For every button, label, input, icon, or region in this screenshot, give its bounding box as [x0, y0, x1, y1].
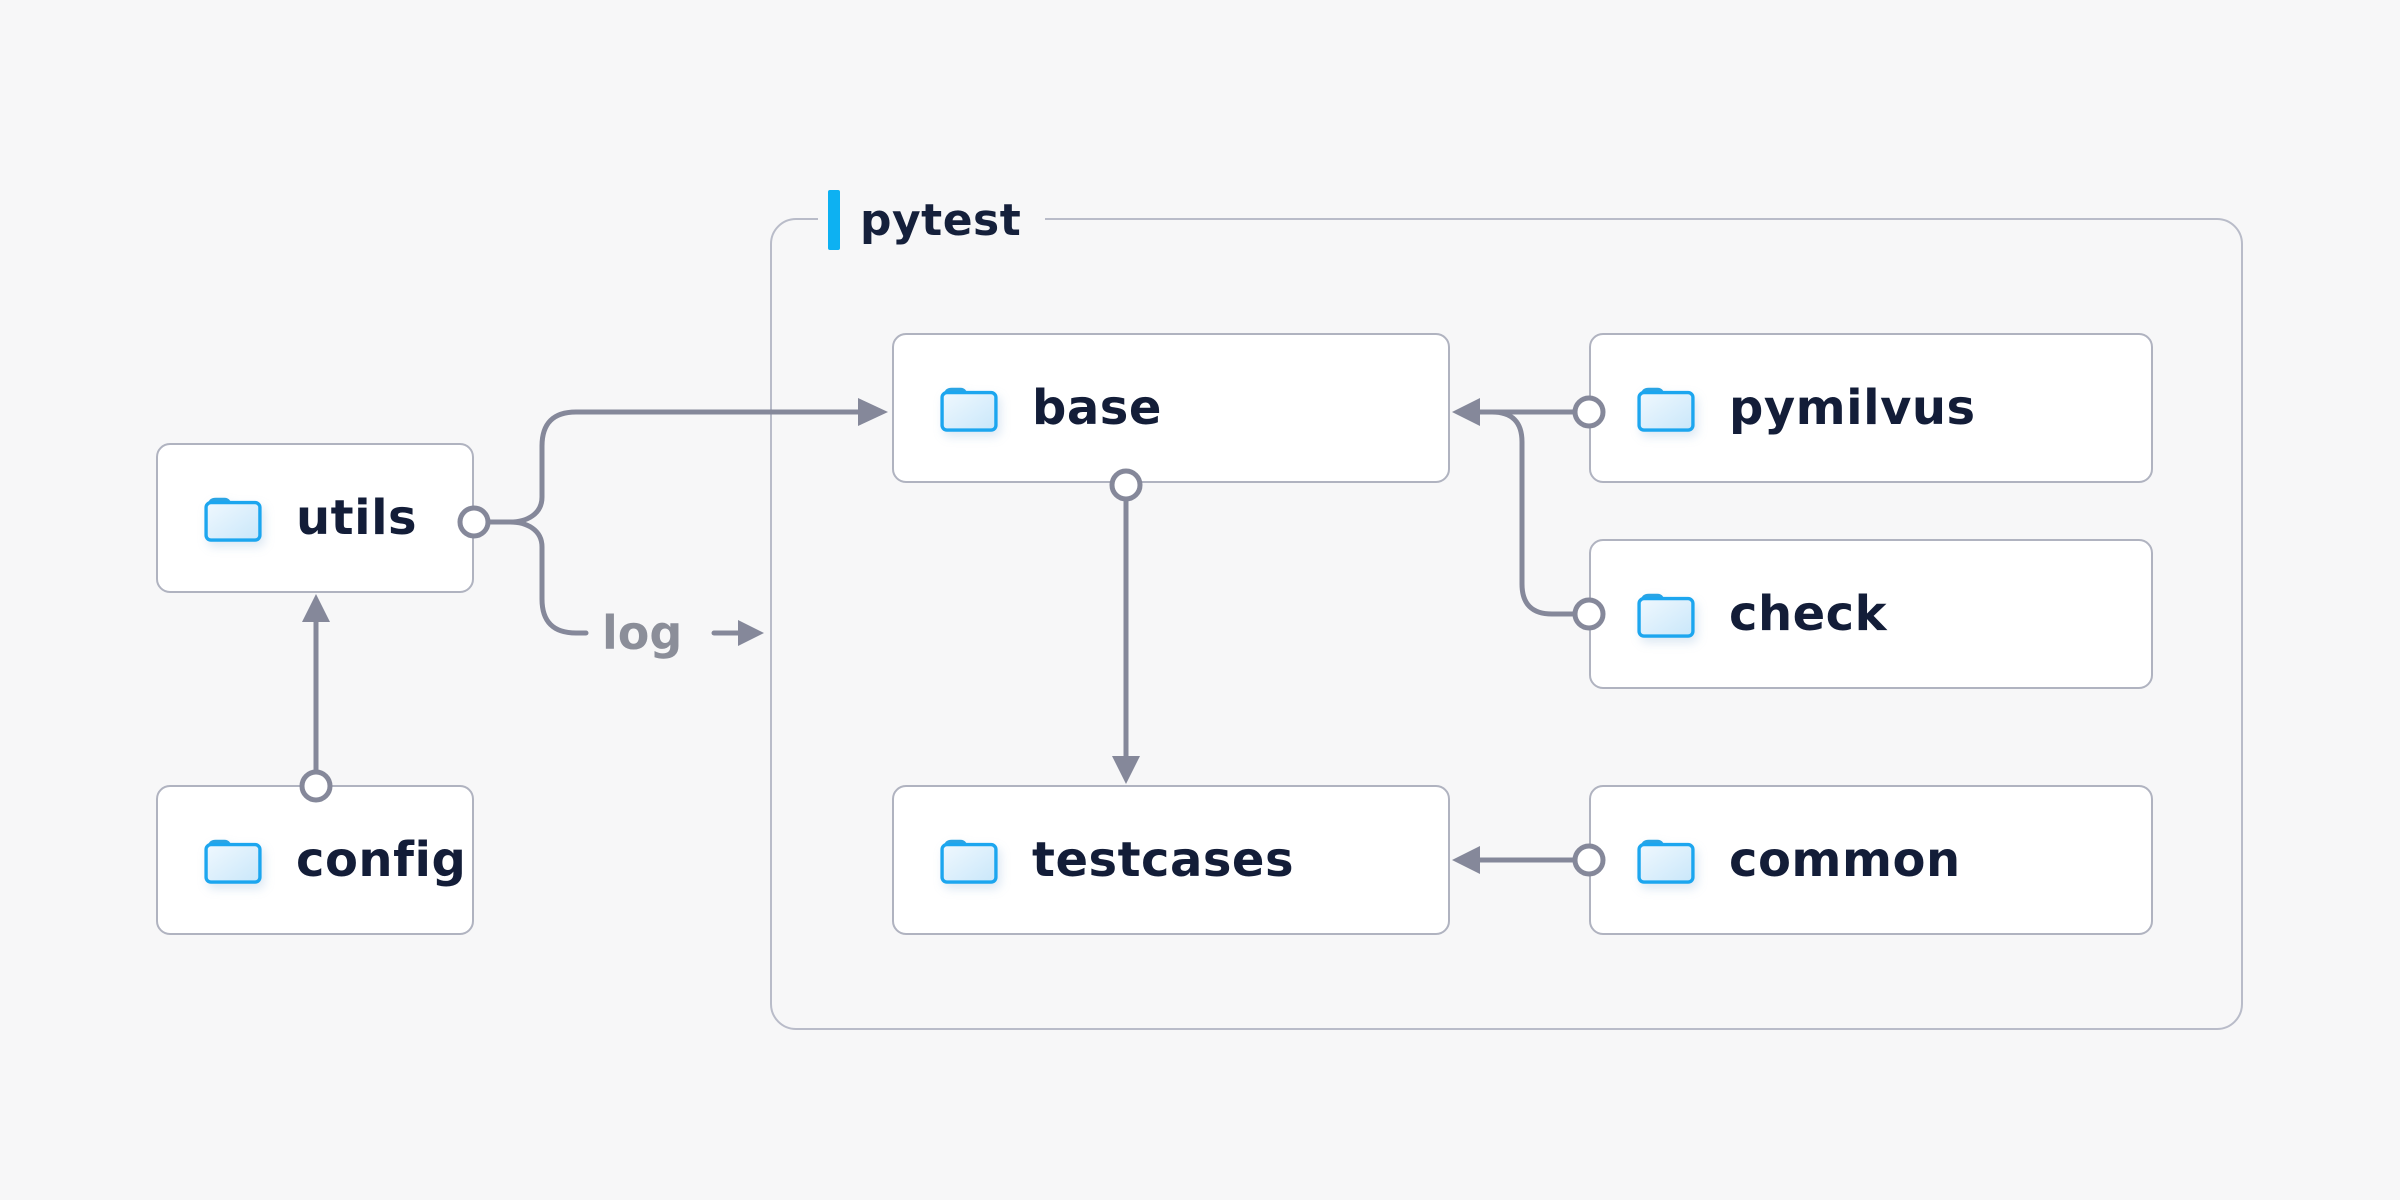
accent-bar-icon — [828, 190, 840, 250]
folder-icon — [204, 839, 262, 884]
node-label: base — [1032, 380, 1162, 436]
folder-icon — [940, 387, 998, 432]
folder-icon — [204, 497, 262, 542]
folder-icon — [940, 839, 998, 884]
node-base[interactable]: base — [892, 333, 1450, 483]
group-title: pytest — [860, 194, 1022, 246]
folder-icon — [1637, 839, 1695, 884]
node-label: common — [1729, 832, 1961, 888]
node-label: config — [296, 832, 467, 888]
folder-icon — [1637, 387, 1695, 432]
node-label: check — [1729, 586, 1888, 642]
folder-icon — [1637, 593, 1695, 638]
node-utils[interactable]: utils — [156, 443, 474, 593]
node-label: pymilvus — [1729, 380, 1976, 436]
pytest-group-label: pytest — [818, 188, 1046, 252]
edge-utils-log: log — [457, 505, 764, 660]
node-label: testcases — [1032, 832, 1295, 888]
log-label: log — [602, 606, 682, 660]
node-check[interactable]: check — [1589, 539, 2153, 689]
node-config[interactable]: config — [156, 785, 474, 935]
edge-config-utils — [299, 594, 333, 803]
node-common[interactable]: common — [1589, 785, 2153, 935]
node-testcases[interactable]: testcases — [892, 785, 1450, 935]
pytest-group-box: pytest — [770, 188, 2243, 1030]
node-label: utils — [296, 490, 418, 546]
node-pymilvus[interactable]: pymilvus — [1589, 333, 2153, 483]
